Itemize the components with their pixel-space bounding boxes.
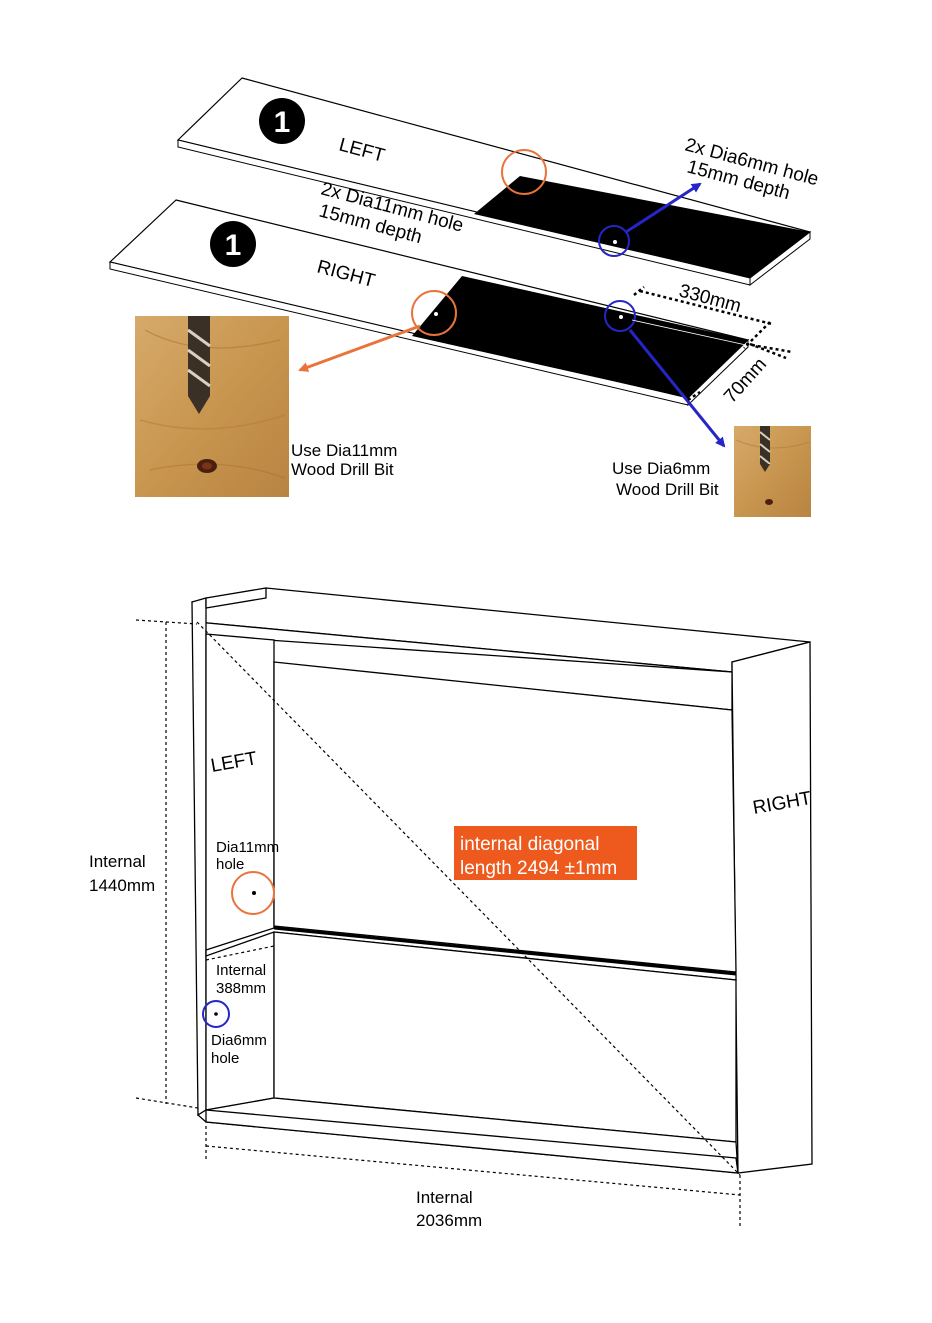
width-label-line2: 2036mm [416, 1211, 482, 1230]
frame-hole11-label-line2: hole [216, 856, 244, 873]
internal388-label-line2: 388mm [216, 980, 266, 997]
drill11-label-line1: Use Dia11mm [291, 441, 397, 460]
height-label-line1: Internal [89, 852, 146, 871]
frame-hole6-label-line2: hole [211, 1050, 239, 1067]
diagonal-label-line1: internal diagonal [460, 834, 599, 855]
internal388-label-line1: Internal [216, 962, 266, 979]
step-badge-bottom: 1 [210, 221, 256, 267]
drill6-photo [734, 426, 811, 517]
diagonal-length-box: internal diagonal length 2494 ±1mm [454, 826, 637, 880]
arrow-drill11 [300, 326, 420, 370]
drill6-label-line1: Use Dia6mm [612, 459, 710, 478]
svg-text:1: 1 [274, 106, 291, 139]
diagonal-label-line2: length 2494 ±1mm [460, 858, 617, 879]
drill11-photo [135, 316, 289, 497]
dim-330-label: 330mm [677, 281, 744, 318]
drill6-label-line2: Wood Drill Bit [616, 480, 719, 499]
step-badge-top: 1 [259, 98, 305, 144]
drill11-label-line2: Wood Drill Bit [291, 460, 394, 479]
frame-hole6-label-line1: Dia6mm [211, 1032, 267, 1049]
height-label-line2: 1440mm [89, 876, 155, 895]
svg-text:1: 1 [225, 229, 242, 262]
width-label-line1: Internal [416, 1188, 473, 1207]
frame-hole11-label-line1: Dia11mm [216, 839, 279, 856]
cabinet-frame [192, 588, 812, 1173]
